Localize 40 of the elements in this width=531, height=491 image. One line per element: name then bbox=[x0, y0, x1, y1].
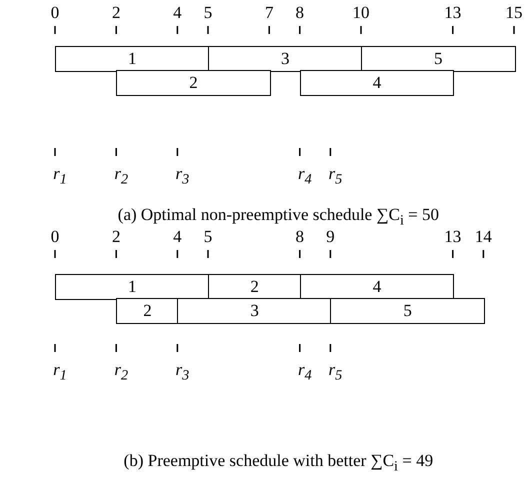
time-label: 2 bbox=[112, 228, 120, 245]
caption: (a) Optimal non-preemptive schedule ∑C$_{i}$ = 50 bbox=[118, 206, 439, 228]
job-bar: 3 bbox=[177, 298, 332, 324]
time-label: 4 bbox=[173, 228, 182, 245]
time-label: 15 bbox=[506, 4, 522, 21]
job-bar: 4 bbox=[300, 274, 454, 300]
job-bar: 4 bbox=[300, 70, 454, 96]
time-label: 14 bbox=[474, 228, 492, 245]
release-time-label: r$_{5}$ bbox=[328, 165, 342, 187]
release-time-label: r$_{2}$ bbox=[114, 361, 128, 383]
release-time-label: r$_{4}$ bbox=[298, 165, 312, 187]
job-bar: 1 bbox=[55, 274, 210, 300]
job-bar: 3 bbox=[208, 46, 362, 72]
job-bar: 5 bbox=[361, 46, 516, 72]
time-label: 13 bbox=[444, 4, 462, 21]
release-time-label: r$_{4}$ bbox=[298, 361, 312, 383]
time-label: 0 bbox=[50, 228, 60, 245]
job-bar: 2 bbox=[116, 298, 179, 324]
release-time-label: r$_{3}$ bbox=[176, 165, 190, 187]
release-time-label: r$_{1}$ bbox=[53, 165, 67, 187]
release-time-label: r$_{2}$ bbox=[114, 165, 128, 187]
time-label: 5 bbox=[204, 4, 212, 21]
time-label: 0 bbox=[50, 4, 60, 21]
job-bar: 5 bbox=[330, 298, 485, 324]
release-time-label: r$_{5}$ bbox=[328, 361, 342, 383]
job-bar: 2 bbox=[208, 274, 302, 300]
time-label: 5 bbox=[204, 228, 212, 245]
time-label: 4 bbox=[173, 4, 182, 21]
time-label: 13 bbox=[444, 228, 462, 245]
caption: (b) Preemptive schedule with better ∑C$_{i}$ = 49 bbox=[124, 452, 434, 474]
time-label: 8 bbox=[296, 4, 304, 21]
release-time-label: r$_{3}$ bbox=[176, 361, 190, 383]
time-label: 2 bbox=[112, 4, 120, 21]
time-label: 10 bbox=[352, 4, 370, 21]
job-bar: 2 bbox=[116, 70, 271, 96]
release-time-label: r$_{1}$ bbox=[53, 361, 67, 383]
time-label: 9 bbox=[326, 228, 335, 245]
time-label: 8 bbox=[296, 228, 304, 245]
time-label: 7 bbox=[264, 4, 274, 21]
job-bar: 1 bbox=[55, 46, 210, 72]
